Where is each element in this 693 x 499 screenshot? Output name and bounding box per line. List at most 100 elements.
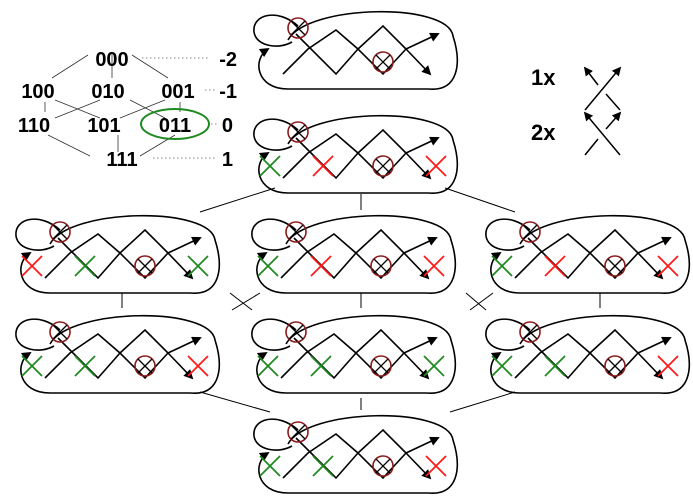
green-smoothing-mark-icon bbox=[259, 155, 281, 177]
virtual-crossing-icon bbox=[134, 355, 156, 377]
left-loop-strand bbox=[251, 318, 297, 351]
outer-strand bbox=[490, 314, 691, 394]
virtual-crossing-icon bbox=[372, 155, 394, 177]
legend-one-times: 1x bbox=[531, 65, 556, 90]
virtual-crossing-icon bbox=[49, 221, 71, 243]
red-smoothing-mark-icon bbox=[657, 355, 679, 377]
virtual-crossing-icon bbox=[285, 221, 307, 243]
virtual-crossing-icon bbox=[134, 255, 156, 277]
left-loop-strand bbox=[251, 218, 297, 251]
virtual-crossing-icon bbox=[519, 321, 541, 343]
zigzag-lower-strand bbox=[280, 228, 438, 279]
green-smoothing-mark-icon bbox=[259, 455, 281, 477]
green-smoothing-mark-icon bbox=[310, 355, 332, 377]
outer-strand bbox=[256, 314, 457, 394]
legend-negative-crossing-icon bbox=[583, 111, 622, 156]
zigzag-lower-strand bbox=[282, 24, 440, 75]
virtual-crossing-icon bbox=[49, 321, 71, 343]
node-010: 010 bbox=[91, 81, 124, 103]
outer-strand bbox=[258, 414, 459, 494]
legend-two-times: 2x bbox=[531, 120, 556, 145]
panel-010 bbox=[15, 214, 221, 294]
virtual-crossing-icon bbox=[370, 355, 392, 377]
zigzag-lower-strand bbox=[514, 228, 672, 279]
resolution-panels bbox=[15, 10, 691, 494]
outer-strand bbox=[258, 10, 459, 90]
degree-0: 0 bbox=[222, 115, 233, 137]
green-smoothing-mark-icon bbox=[312, 455, 334, 477]
degree-minus-1: -1 bbox=[219, 81, 237, 103]
zigzag-lower-strand bbox=[44, 228, 202, 279]
virtual-crossing-icon bbox=[287, 17, 309, 39]
outer-strand bbox=[258, 114, 459, 194]
green-smoothing-mark-icon bbox=[423, 355, 445, 377]
node-100: 100 bbox=[21, 81, 54, 103]
node-000: 000 bbox=[95, 49, 128, 71]
panel-001 bbox=[251, 214, 457, 294]
virtual-crossing-icon bbox=[604, 255, 626, 277]
red-smoothing-mark-icon bbox=[544, 255, 566, 277]
outer-strand bbox=[256, 214, 457, 294]
green-smoothing-mark-icon bbox=[187, 255, 209, 277]
virtual-crossing-icon bbox=[370, 255, 392, 277]
green-smoothing-mark-icon bbox=[74, 255, 96, 277]
virtual-crossing-icon bbox=[372, 455, 394, 477]
zigzag-lower-strand bbox=[280, 328, 438, 379]
zigzag-upper-strand bbox=[295, 33, 432, 76]
red-smoothing-mark-icon bbox=[312, 155, 334, 177]
degree-labels: -2 -1 0 1 bbox=[219, 49, 237, 171]
zigzag-lower-strand bbox=[514, 328, 672, 379]
red-smoothing-mark-icon bbox=[21, 255, 43, 277]
virtual-crossing-icon bbox=[287, 121, 309, 143]
green-smoothing-mark-icon bbox=[74, 355, 96, 377]
left-loop-strand bbox=[485, 318, 531, 351]
green-smoothing-mark-icon bbox=[491, 355, 513, 377]
red-smoothing-mark-icon bbox=[310, 255, 332, 277]
left-loop-strand bbox=[15, 318, 61, 351]
virtual-crossing-icon bbox=[285, 321, 307, 343]
red-smoothing-mark-icon bbox=[657, 255, 679, 277]
degree-minus-2: -2 bbox=[219, 49, 237, 71]
left-loop-strand bbox=[253, 14, 299, 47]
node-001: 001 bbox=[161, 81, 194, 103]
degree-1: 1 bbox=[222, 149, 233, 171]
green-smoothing-mark-icon bbox=[257, 355, 279, 377]
node-011: 011 bbox=[159, 115, 191, 137]
left-loop-strand bbox=[485, 218, 531, 251]
panel-111 bbox=[485, 314, 691, 394]
left-loop-strand bbox=[15, 218, 61, 251]
panel-110 bbox=[485, 214, 691, 294]
virtual-crossing-icon bbox=[604, 355, 626, 377]
node-110: 110 bbox=[18, 115, 50, 137]
outer-strand bbox=[20, 314, 221, 394]
state-lattice: 000 100 010 001 110 101 011 111 -2 -1 0 … bbox=[18, 49, 237, 171]
zigzag-lower-strand bbox=[282, 128, 440, 179]
lattice-labels: 000 100 010 001 110 101 011 111 bbox=[18, 49, 195, 171]
outer-strand bbox=[20, 214, 221, 294]
red-smoothing-mark-icon bbox=[423, 255, 445, 277]
highlighted-state-ellipse bbox=[140, 108, 210, 140]
panel-000 bbox=[253, 10, 459, 90]
left-loop-strand bbox=[253, 118, 299, 151]
cube-edges bbox=[121, 187, 601, 413]
outer-strand bbox=[490, 214, 691, 294]
panel-011 bbox=[251, 314, 457, 394]
degree-dotted-lines bbox=[142, 57, 218, 159]
zigzag-lower-strand bbox=[282, 428, 440, 479]
green-smoothing-mark-icon bbox=[491, 255, 513, 277]
red-smoothing-mark-icon bbox=[425, 455, 447, 477]
green-smoothing-mark-icon bbox=[257, 255, 279, 277]
crossing-legend: 1x 2x bbox=[531, 65, 622, 156]
panel-100 bbox=[253, 114, 459, 194]
virtual-crossing-icon bbox=[287, 421, 309, 443]
panel-111-2 bbox=[253, 414, 459, 494]
red-smoothing-mark-icon bbox=[425, 155, 447, 177]
left-loop-strand bbox=[253, 418, 299, 451]
node-101: 101 bbox=[87, 115, 120, 137]
green-smoothing-mark-icon bbox=[21, 355, 43, 377]
virtual-crossing-icon bbox=[372, 51, 394, 73]
legend-positive-crossing-icon bbox=[583, 66, 622, 111]
red-smoothing-mark-icon bbox=[187, 355, 209, 377]
panel-101 bbox=[15, 314, 221, 394]
